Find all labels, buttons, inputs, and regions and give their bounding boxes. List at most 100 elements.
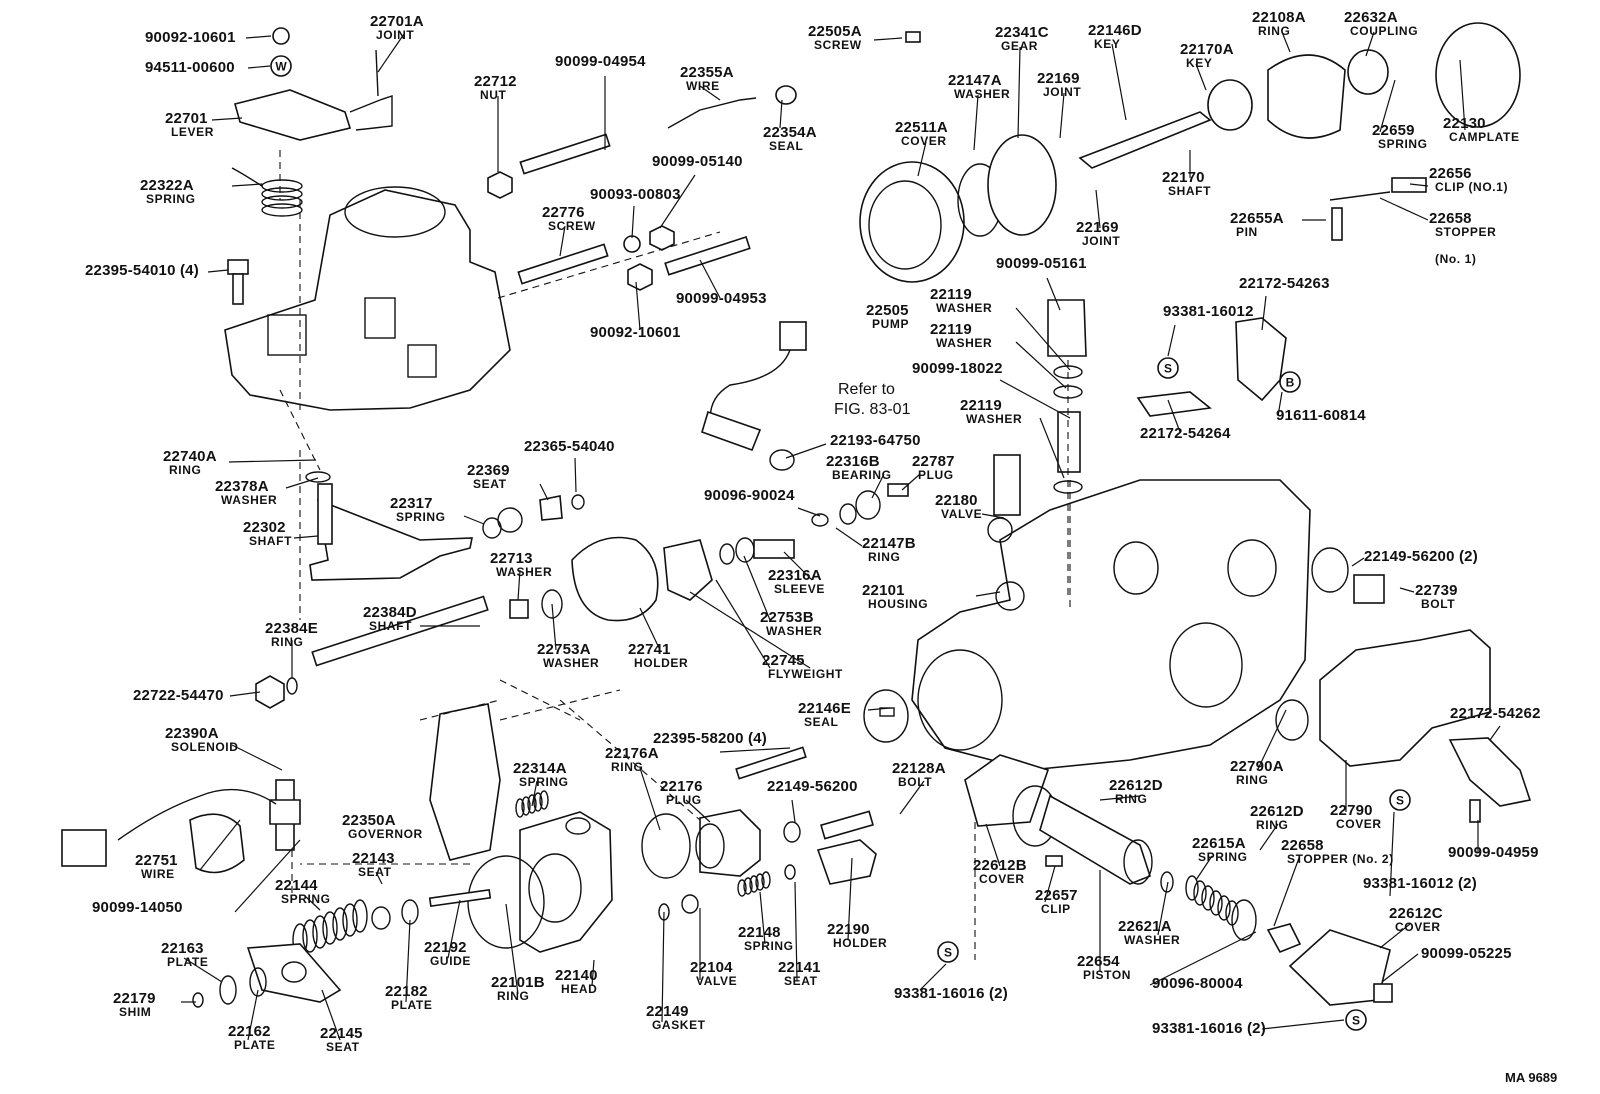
symbol-letter: S xyxy=(944,946,952,960)
part-number: 22355A xyxy=(680,64,734,81)
part-name: NUT xyxy=(480,88,507,102)
part-name: PLUG xyxy=(666,793,702,807)
part-name: CLIP xyxy=(1041,902,1071,916)
part-name: JOINT xyxy=(376,28,414,42)
part-number: 90099-05225 xyxy=(1421,945,1512,962)
part-number: 22354A xyxy=(763,124,817,141)
part-name: JOINT xyxy=(1043,85,1081,99)
part-number: 22146D xyxy=(1088,22,1142,39)
part-name: PLATE xyxy=(234,1038,275,1052)
part-number: 22776 xyxy=(542,204,585,221)
part-name: SPRING xyxy=(146,192,196,206)
symbol-letter: S xyxy=(1352,1014,1360,1028)
callout-c87: 90099-14050 xyxy=(92,899,182,916)
part-number: 22316B xyxy=(826,453,880,470)
part-number: 22615A xyxy=(1192,835,1246,852)
part-number: 22701 xyxy=(165,110,208,127)
part-number: 22658 xyxy=(1281,837,1324,854)
part-number: 22179 xyxy=(113,990,156,1007)
part-number: 22182 xyxy=(385,983,428,1000)
part-name: KEY xyxy=(1094,37,1120,51)
part-number: 22790A xyxy=(1230,758,1284,775)
callout-c15: 90092-10601 xyxy=(590,324,680,341)
part-number: 22176A xyxy=(605,745,659,762)
part-number: 22753A xyxy=(537,641,591,658)
part-number: 22119 xyxy=(930,321,972,338)
callout-c43: 22193-64750 xyxy=(830,432,920,449)
symbol-letter: B xyxy=(1286,376,1295,390)
diagram-artwork xyxy=(61,22,1532,1008)
part-name: SEAL xyxy=(804,715,838,729)
part-name: SPRING xyxy=(1198,850,1248,864)
figure-code: MA 9689 xyxy=(1505,1070,1557,1085)
refer-note: Refer to FIG. 83-01 xyxy=(834,381,911,418)
part-number: 22395-58200 (4) xyxy=(653,730,767,747)
part-number: 90099-04953 xyxy=(676,290,767,307)
part-name: RING xyxy=(1115,792,1147,806)
callout-c91: 93381-16012 (2) xyxy=(1363,875,1477,892)
part-name: WASHER xyxy=(543,656,599,670)
part-number: 22722-54470 xyxy=(133,687,224,704)
part-name: SLEEVE xyxy=(774,582,825,596)
part-name: PISTON xyxy=(1083,968,1131,982)
part-name: COVER xyxy=(1336,817,1382,831)
part-number: 22172-54263 xyxy=(1239,275,1330,292)
callout-c110: 93381-16016 (2) xyxy=(1152,1020,1266,1037)
part-name: SEAT xyxy=(473,477,507,491)
part-name: WASHER xyxy=(496,565,552,579)
part-name: JOINT xyxy=(1082,234,1120,248)
circled-symbol-s: S xyxy=(937,941,959,963)
circled-symbol-s: S xyxy=(1389,789,1411,811)
callout-c49: 22365-54040 xyxy=(524,438,614,455)
part-number: 22180 xyxy=(935,492,978,509)
part-number: 22169 xyxy=(1076,219,1119,236)
part-number: 22149 xyxy=(646,1003,689,1020)
part-name: BEARING xyxy=(832,468,892,482)
part-number: 22341C xyxy=(995,24,1049,41)
part-name: PLUG xyxy=(918,468,954,482)
part-name: STOPPER (No. 2) xyxy=(1287,852,1394,866)
callout-c14: 90099-04953 xyxy=(676,290,767,307)
part-name: WASHER xyxy=(954,87,1010,101)
refer-note-line1: Refer to xyxy=(838,381,895,398)
part-number: 22659 xyxy=(1372,122,1415,139)
part-name: WIRE xyxy=(141,867,175,881)
symbol-letter: S xyxy=(1164,362,1172,376)
part-number: 22149-56200 (2) xyxy=(1364,548,1478,565)
part-number: 22147A xyxy=(948,72,1002,89)
callout-c11: 90099-05140 xyxy=(652,153,742,170)
part-number: 22751 xyxy=(135,852,178,869)
part-number: 22130 xyxy=(1443,115,1486,132)
part-number: 91611-60814 xyxy=(1276,407,1366,424)
part-name: SEAT xyxy=(326,1040,360,1054)
part-name: RING xyxy=(271,635,303,649)
part-number: 22170 xyxy=(1162,169,1205,186)
symbol-letter: S xyxy=(1396,794,1404,808)
